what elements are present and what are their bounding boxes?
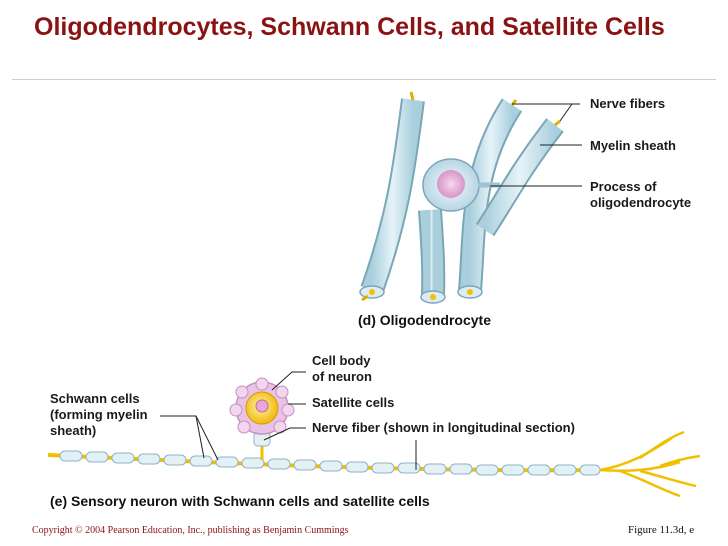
label-nerve-fiber: Nerve fiber (shown in longitudinal secti… [312,420,575,435]
label-forming-myelin: (forming myelin [50,407,148,422]
schwann-cell-segments [59,450,601,476]
label-of-neuron: of neuron [312,369,372,384]
oligodendrocyte-illustration [359,91,564,304]
label-sheath: sheath) [50,423,97,438]
copyright-notice: Copyright © 2004 Pearson Education, Inc.… [32,525,349,536]
label-process-of: Process of [590,179,657,194]
label-schwann-cells: Schwann cells [50,391,140,406]
slide-title: Oligodendrocytes, Schwann Cells, and Sat… [34,13,665,41]
oligodendrocyte-leader-lines [490,103,582,187]
label-oligodendrocyte: oligodendrocyte [590,195,692,210]
caption-sensory-neuron: (e) Sensory neuron with Schwann cells an… [50,493,430,509]
label-nerve-fibers: Nerve fibers [590,96,666,111]
label-cell-body: Cell body [312,353,371,368]
label-satellite-cells: Satellite cells [312,395,395,410]
sensory-endings [599,430,701,498]
label-myelin-sheath: Myelin sheath [590,138,676,153]
caption-oligodendrocyte: (d) Oligodendrocyte [358,312,491,328]
figure-reference: Figure 11.3d, e [628,524,695,536]
sensory-neuron-illustration [47,377,701,498]
sensory-neuron-leader-lines [160,371,417,470]
title-divider [12,79,716,80]
